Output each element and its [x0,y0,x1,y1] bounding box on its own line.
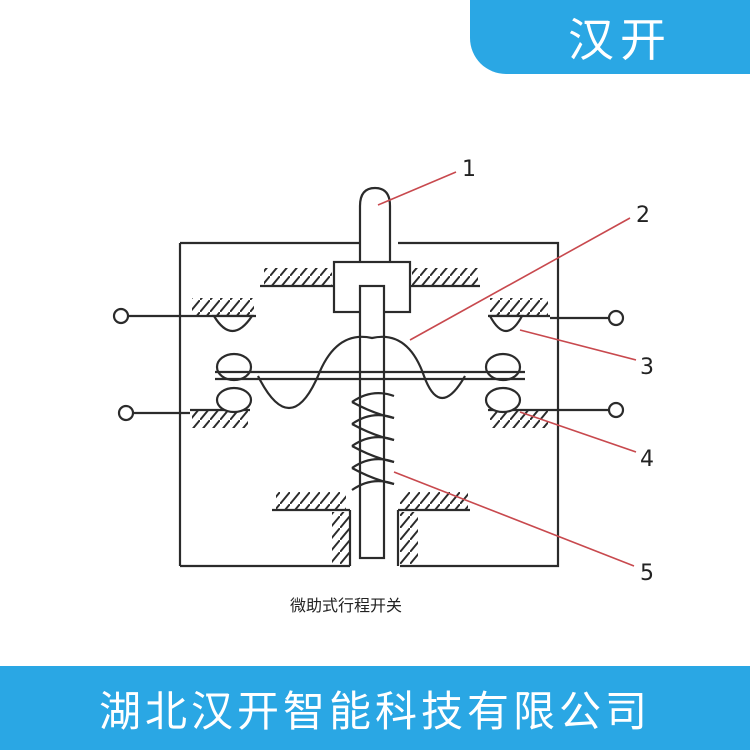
footer-bar: 湖北汉开智能科技有限公司 [0,666,750,750]
part-label-4: 4 [640,447,654,472]
part-label-1: 1 [462,157,476,182]
push-rod [332,186,412,560]
diagram-caption: 微助式行程开关 [290,596,402,615]
ground-hatches [190,268,550,566]
brand-tab: 汉开 [470,0,750,74]
switch-housing [178,241,560,568]
part-label-2: 2 [636,203,650,228]
part-label-5: 5 [640,561,654,586]
brand-name: 汉开 [568,13,672,67]
terminals [112,307,625,422]
company-name: 湖北汉开智能科技有限公司 [98,686,651,736]
part-label-3: 3 [640,355,654,380]
coil-spring [351,391,395,491]
contacts [212,314,524,414]
spring-reed [215,335,525,409]
leader-lines [377,171,637,567]
part-labels: 1 2 3 4 5 [462,157,654,586]
